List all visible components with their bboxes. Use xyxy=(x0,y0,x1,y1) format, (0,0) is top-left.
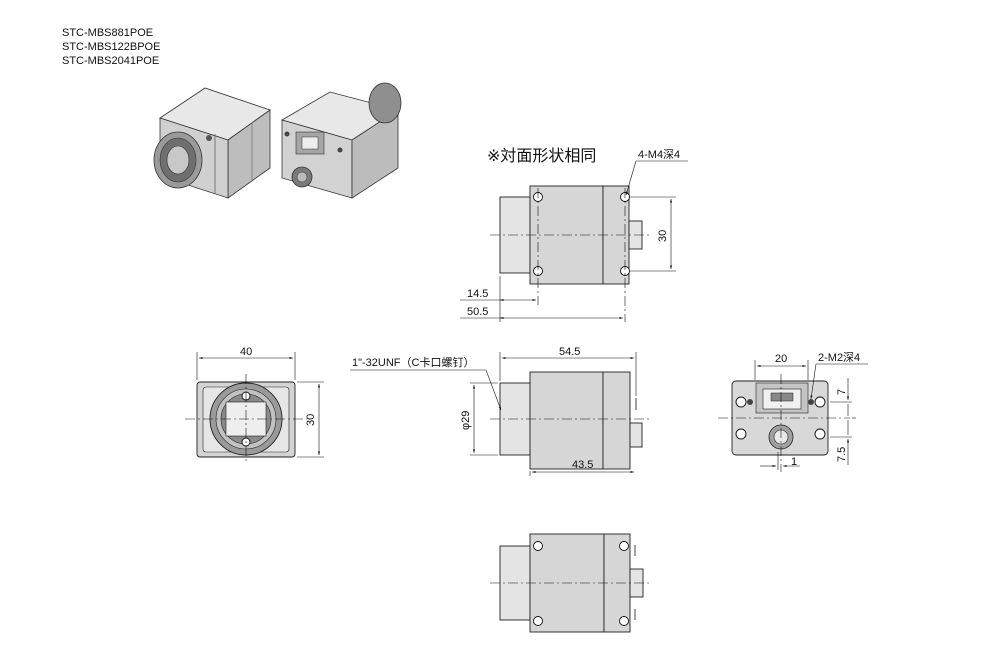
top-view: 4-M4深4 30 14.5 50.5 xyxy=(460,148,688,322)
top-holes-callout: 4-M4深4 xyxy=(638,148,680,161)
top-dim-a: 14.5 xyxy=(467,288,488,300)
iso-camera-rear-picture xyxy=(280,82,402,199)
model-name: STC-MBS881POE xyxy=(62,27,154,39)
rear-dim-top: 7 xyxy=(836,389,848,395)
rear-holes-callout: 2-M2深4 xyxy=(818,351,860,364)
rear-width-dim: 20 xyxy=(775,353,787,365)
side-diameter-dim: φ29 xyxy=(460,411,472,430)
front-view: 40 30 xyxy=(185,346,324,464)
model-list: STC-MBS881POE STC-MBS122BPOE STC-MBS2041… xyxy=(62,26,160,68)
rear-dim-bottom: 7.5 xyxy=(836,447,848,462)
bottom-view xyxy=(490,533,652,633)
top-dim-b: 50.5 xyxy=(467,306,488,318)
rear-dim-offset: 1 xyxy=(791,456,797,468)
front-height-dim: 30 xyxy=(305,414,317,426)
model-name: STC-MBS2041POE xyxy=(62,55,160,67)
same-shape-note: ※対面形状相同 xyxy=(487,146,596,165)
side-body-dim: 43.5 xyxy=(572,459,593,471)
iso-camera-front-picture xyxy=(153,87,271,199)
rear-view: 20 2-M2深4 7 7.5 1 xyxy=(718,351,868,472)
front-width-dim: 40 xyxy=(240,346,252,358)
side-length-dim: 54.5 xyxy=(559,346,580,358)
side-view: 1"-32UNF（C卡口螺钉） 54.5 43.5 φ29 xyxy=(350,346,652,476)
mount-callout: 1"-32UNF（C卡口螺钉） xyxy=(352,356,474,369)
model-name: STC-MBS122BPOE xyxy=(62,41,161,53)
top-height-dim: 30 xyxy=(657,230,669,242)
